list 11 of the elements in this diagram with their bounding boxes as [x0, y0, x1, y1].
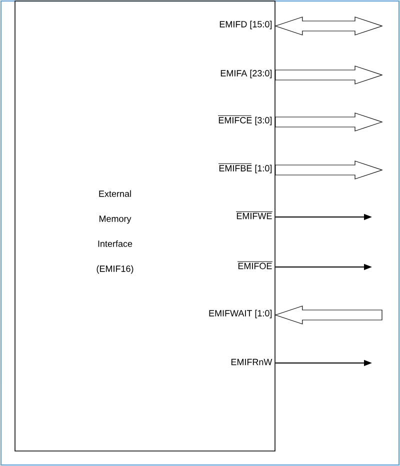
signal-name: EMIFOE	[237, 261, 273, 270]
signal-name: EMIFD [15:0]	[220, 20, 272, 30]
signal-name: EMIFCE [3:0]	[218, 115, 272, 126]
bus-arrow	[275, 160, 383, 180]
signal-name: EMIFA [23:0]	[220, 70, 272, 78]
bus-arrow	[275, 112, 383, 132]
signal-name: EMIFWE	[236, 211, 273, 220]
signal-name: EMIFRnW	[231, 358, 272, 366]
bus-arrow	[275, 66, 383, 84]
signal-name: EMIFBE [1:0]	[218, 163, 272, 174]
signal-name: EMIFWAIT [1:0]	[209, 310, 272, 318]
